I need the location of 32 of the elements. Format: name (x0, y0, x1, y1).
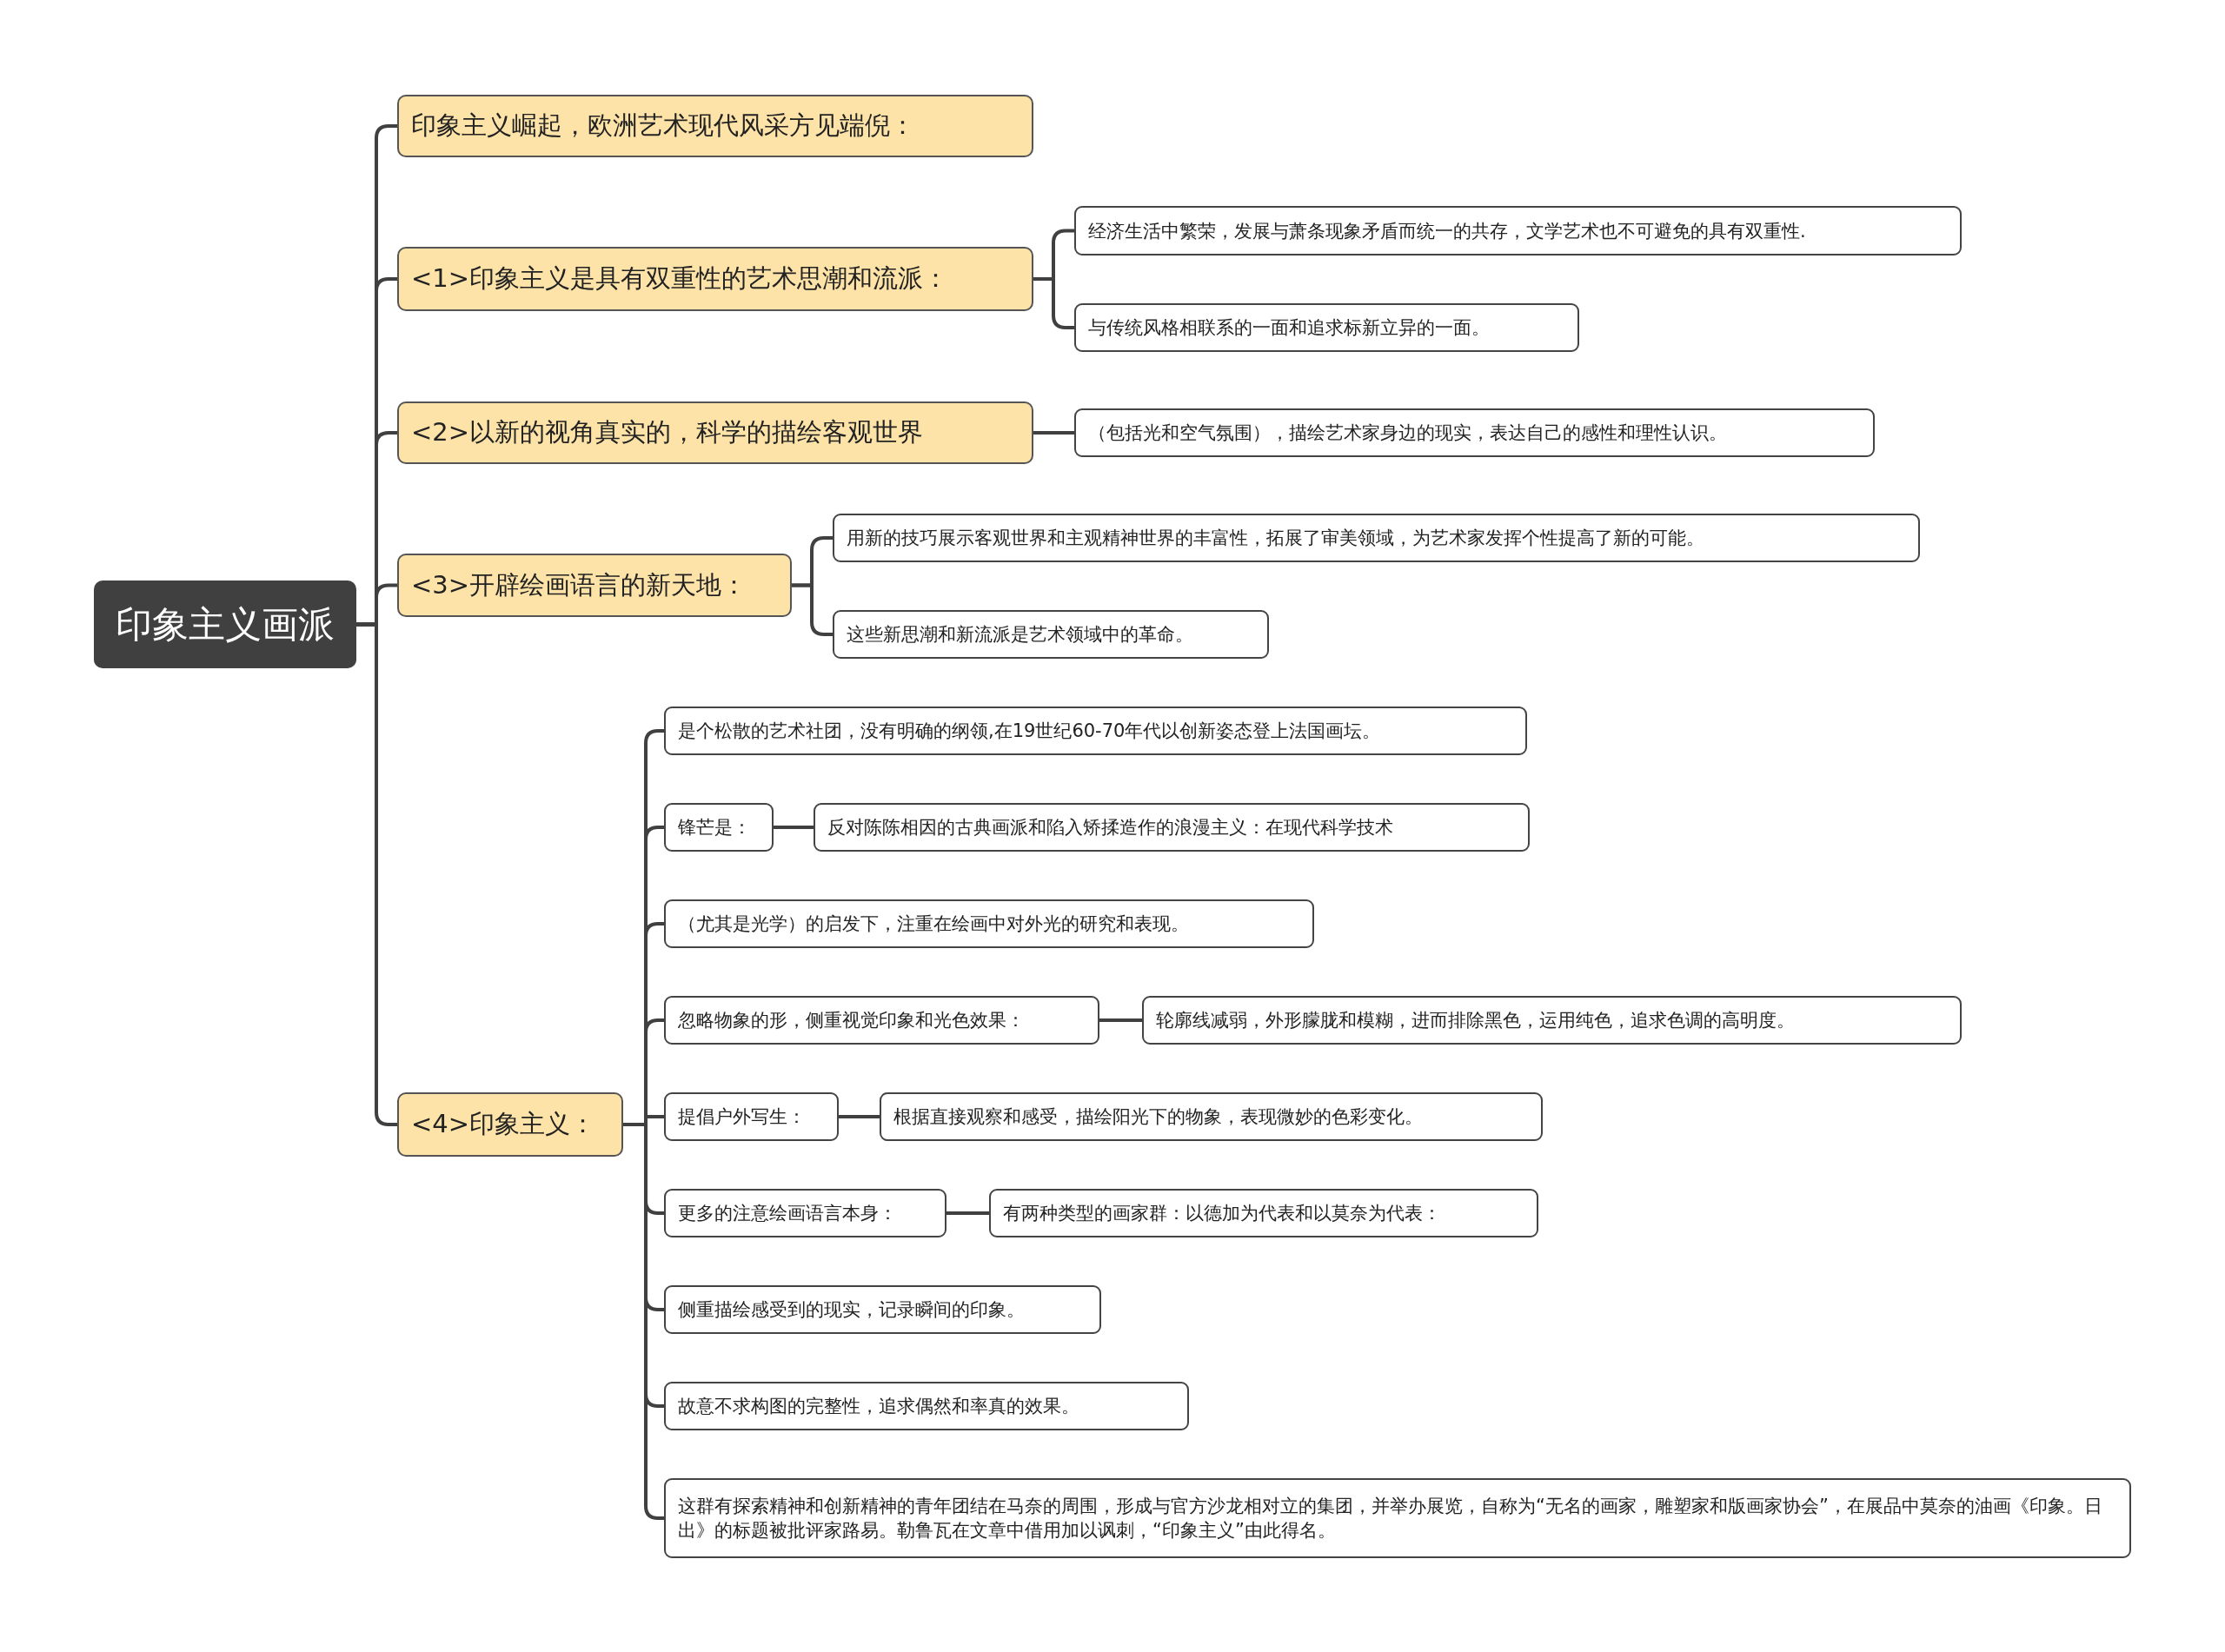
connector-line (774, 826, 814, 829)
subtopic-box: 提倡户外写生： (664, 1092, 839, 1141)
subtopic-box: 有两种类型的画家群：以德加为代表和以莫奈为代表： (989, 1189, 1538, 1237)
connector-line (623, 1123, 664, 1520)
subtopic-box: 轮廓线减弱，外形朦胧和模糊，进而排除黑色，运用纯色，追求色调的高明度。 (1142, 996, 1962, 1045)
connector-line (356, 622, 397, 1126)
topic-box: <2>以新的视角真实的，科学的描绘客观世界 (397, 401, 1033, 464)
subtopic-box: 这群有探索精神和创新精神的青年团结在马奈的周围，形成与官方沙龙相对立的集团，并举办展览，自称为“无名的画家，雕塑家和版画家协会”，在展品中莫奈的油画《印象。日出》的标题被批评家路易。勒鲁瓦在文章中借用加以讽刺，“印象主义”由此得名。 (664, 1478, 2131, 1558)
central-topic-box: 印象主义画派 (94, 581, 356, 668)
subtopic-box: 用新的技巧展示客观世界和主观精神世界的丰富性，拓展了审美领域，为艺术家发挥个性提高了新的可能。 (833, 514, 1920, 562)
connector-line (1033, 431, 1074, 435)
connector-line (839, 1115, 880, 1118)
topic-box: <1>印象主义是具有双重性的艺术思潮和流派： (397, 247, 1033, 311)
subtopic-box: 忽略物象的形，侧重视觉印象和光色效果： (664, 996, 1099, 1045)
subtopic-box: （尤其是光学）的启发下，注重在绘画中对外光的研究和表现。 (664, 899, 1314, 948)
subtopic-box: 根据直接观察和感受，描绘阳光下的物象，表现微妙的色彩变化。 (880, 1092, 1543, 1141)
topic-box: <3>开辟绘画语言的新天地： (397, 554, 792, 617)
subtopic-box: 与传统风格相联系的一面和追求标新立异的一面。 (1074, 303, 1579, 352)
subtopic-box: 经济生活中繁荣，发展与萧条现象矛盾而统一的共存，文学艺术也不可避免的具有双重性. (1074, 206, 1962, 255)
topic-box: 印象主义崛起，欧洲艺术现代风采方见端倪： (397, 95, 1033, 157)
topic-box: <4>印象主义： (397, 1092, 623, 1157)
connector-line (1099, 1018, 1142, 1022)
subtopic-box: 是个松散的艺术社团，没有明确的纲领,在19世纪60-70年代以创新姿态登上法国画坛。 (664, 707, 1527, 755)
subtopic-box: 反对陈陈相因的古典画派和陷入矫揉造作的浪漫主义：在现代科学技术 (814, 803, 1530, 852)
connector-line (946, 1211, 989, 1215)
subtopic-box: 故意不求构图的完整性，追求偶然和率真的效果。 (664, 1382, 1189, 1430)
subtopic-box: 这些新思潮和新流派是艺术领域中的革命。 (833, 610, 1269, 659)
connector-line (792, 583, 833, 636)
subtopic-box: （包括光和空气氛围），描绘艺术家身边的现实，表达自己的感性和理性认识。 (1074, 408, 1875, 457)
subtopic-box: 锋芒是： (664, 803, 774, 852)
subtopic-box: 侧重描绘感受到的现实，记录瞬间的印象。 (664, 1285, 1101, 1334)
subtopic-box: 更多的注意绘画语言本身： (664, 1189, 946, 1237)
